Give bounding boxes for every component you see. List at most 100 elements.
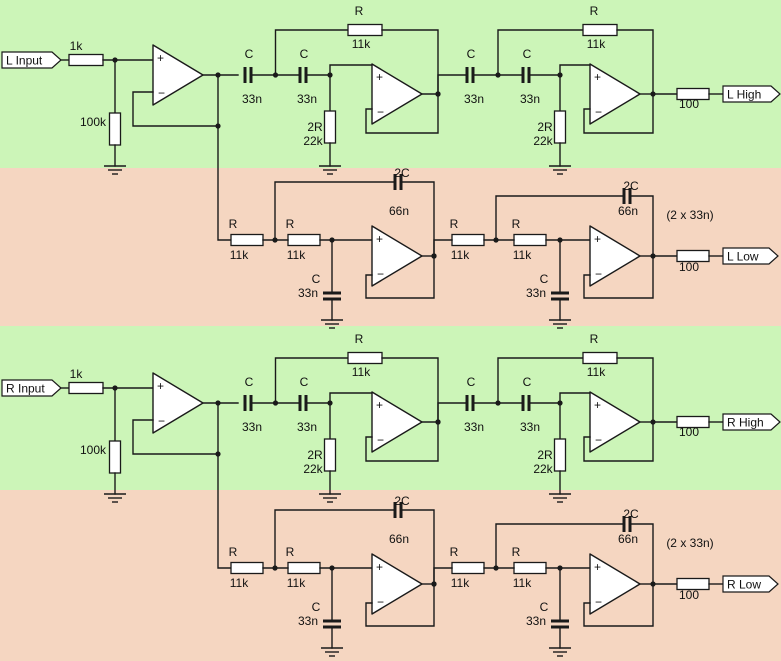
op-amp-body (589, 63, 641, 125)
input-res-value: 1k (70, 367, 84, 381)
hp-rf-value: 11k (587, 37, 606, 51)
wire (217, 453, 231, 569)
lp-cg-name: C (312, 600, 321, 614)
hp-c2-value: 33n (520, 92, 540, 106)
lp-cg-name: C (540, 600, 549, 614)
low-out-res-value: 100 (679, 260, 699, 274)
wire (497, 29, 583, 76)
lp-ground-capacitor (323, 619, 341, 629)
lp-cf-value: 66n (389, 204, 409, 218)
hp-c1-name: C (245, 375, 254, 389)
op-amp-body (371, 63, 423, 125)
hp-c1-value: 33n (464, 420, 484, 434)
hp-c2-name: C (300, 375, 309, 389)
low-output-connector-shape (722, 575, 779, 593)
op-amp-body (152, 44, 204, 106)
lp-cf-value: 66n (389, 532, 409, 546)
wire (365, 255, 435, 299)
junction-dot (215, 72, 221, 78)
wire (274, 509, 396, 569)
hp-c2-name: C (523, 47, 532, 61)
op-amp-plus: + (594, 560, 601, 574)
lp-resistor-2 (513, 233, 547, 247)
ground-symbol (549, 165, 571, 175)
ground-symbol (549, 647, 571, 657)
hp-rf-name: R (590, 4, 599, 18)
wire (274, 29, 348, 76)
lp-resistor-2 (513, 561, 547, 575)
hp-rf-name: R (355, 4, 364, 18)
low-output-connector-text: L Low (727, 250, 759, 264)
hp-c1-value: 33n (242, 92, 262, 106)
hp-rg-name: 2R (537, 120, 553, 134)
junction-dot (435, 419, 441, 425)
high-out-res-value: 100 (679, 97, 699, 111)
lp-cf-name: 2C (394, 166, 410, 180)
ground-symbol (549, 319, 571, 329)
op-amp-minus: − (595, 267, 602, 281)
lp-r1-name: R (229, 217, 238, 231)
hp-rg-name: 2R (307, 448, 323, 462)
wire (629, 523, 654, 585)
lp-r2-value: 11k (513, 248, 532, 262)
hp-c2-value: 33n (297, 92, 317, 106)
hp-feedback-resistor (347, 351, 383, 365)
pulldown-res-value: 100k (80, 443, 107, 457)
hp-c1-name: C (467, 375, 476, 389)
hp-ground-resistor (553, 110, 567, 144)
op-amp-plus: + (157, 51, 164, 65)
lp-r2-value: 11k (287, 576, 306, 590)
lp-r1-value: 11k (451, 576, 470, 590)
high-out-res-value: 100 (679, 425, 699, 439)
hp-rg-value: 22k (533, 462, 553, 476)
op-amp-plus: + (376, 70, 383, 84)
lp-r2-name: R (512, 217, 521, 231)
wire (616, 29, 654, 95)
input-connector: L Input (1, 51, 62, 69)
wire (274, 357, 348, 404)
op-amp-minus: − (595, 105, 602, 119)
low-output-connector-shape (722, 247, 779, 265)
lp-cg-value: 33n (526, 614, 546, 628)
lp-r2-name: R (286, 545, 295, 559)
hp-c1-value: 33n (242, 420, 262, 434)
hp-feedback-resistor (347, 23, 383, 37)
lp-resistor-1 (230, 233, 264, 247)
lp-cg-value: 33n (298, 286, 318, 300)
wire (583, 421, 654, 462)
input-connector-shape (1, 379, 62, 397)
op-amp-minus: − (377, 267, 384, 281)
wire (305, 392, 373, 404)
op-amp-plus: + (376, 398, 383, 412)
wire (305, 64, 373, 76)
op-amp-body (371, 553, 423, 615)
wire (365, 421, 439, 462)
hp-rf-value: 11k (587, 365, 606, 379)
pulldown-resistor (108, 440, 122, 474)
op-amp: +− (589, 63, 641, 125)
lp-r1-value: 11k (230, 576, 249, 590)
hp-feedback-resistor (582, 351, 618, 365)
hp-ground-resistor (323, 438, 337, 472)
lp-resistor-1 (451, 233, 485, 247)
pulldown-resistor (108, 112, 122, 146)
op-amp-plus: + (157, 379, 164, 393)
hp-c1-name: C (467, 47, 476, 61)
lp-r2-value: 11k (287, 248, 306, 262)
ground-symbol (319, 493, 341, 503)
lp-cg-value: 33n (526, 286, 546, 300)
lp-resistor-2 (287, 561, 321, 575)
wire (629, 195, 654, 257)
input-connector-text: L Input (6, 54, 43, 68)
op-amp-minus: − (595, 433, 602, 447)
wire (132, 74, 219, 127)
lp-cg-name: C (312, 272, 321, 286)
junction-dot (431, 581, 437, 587)
lp-cf-name: 2C (623, 179, 639, 193)
op-amp-minus: − (158, 414, 165, 428)
hp-rf-name: R (355, 332, 364, 346)
wire (365, 583, 435, 627)
hp-rg-value: 22k (303, 462, 323, 476)
wire (217, 125, 231, 241)
wire (400, 509, 435, 585)
